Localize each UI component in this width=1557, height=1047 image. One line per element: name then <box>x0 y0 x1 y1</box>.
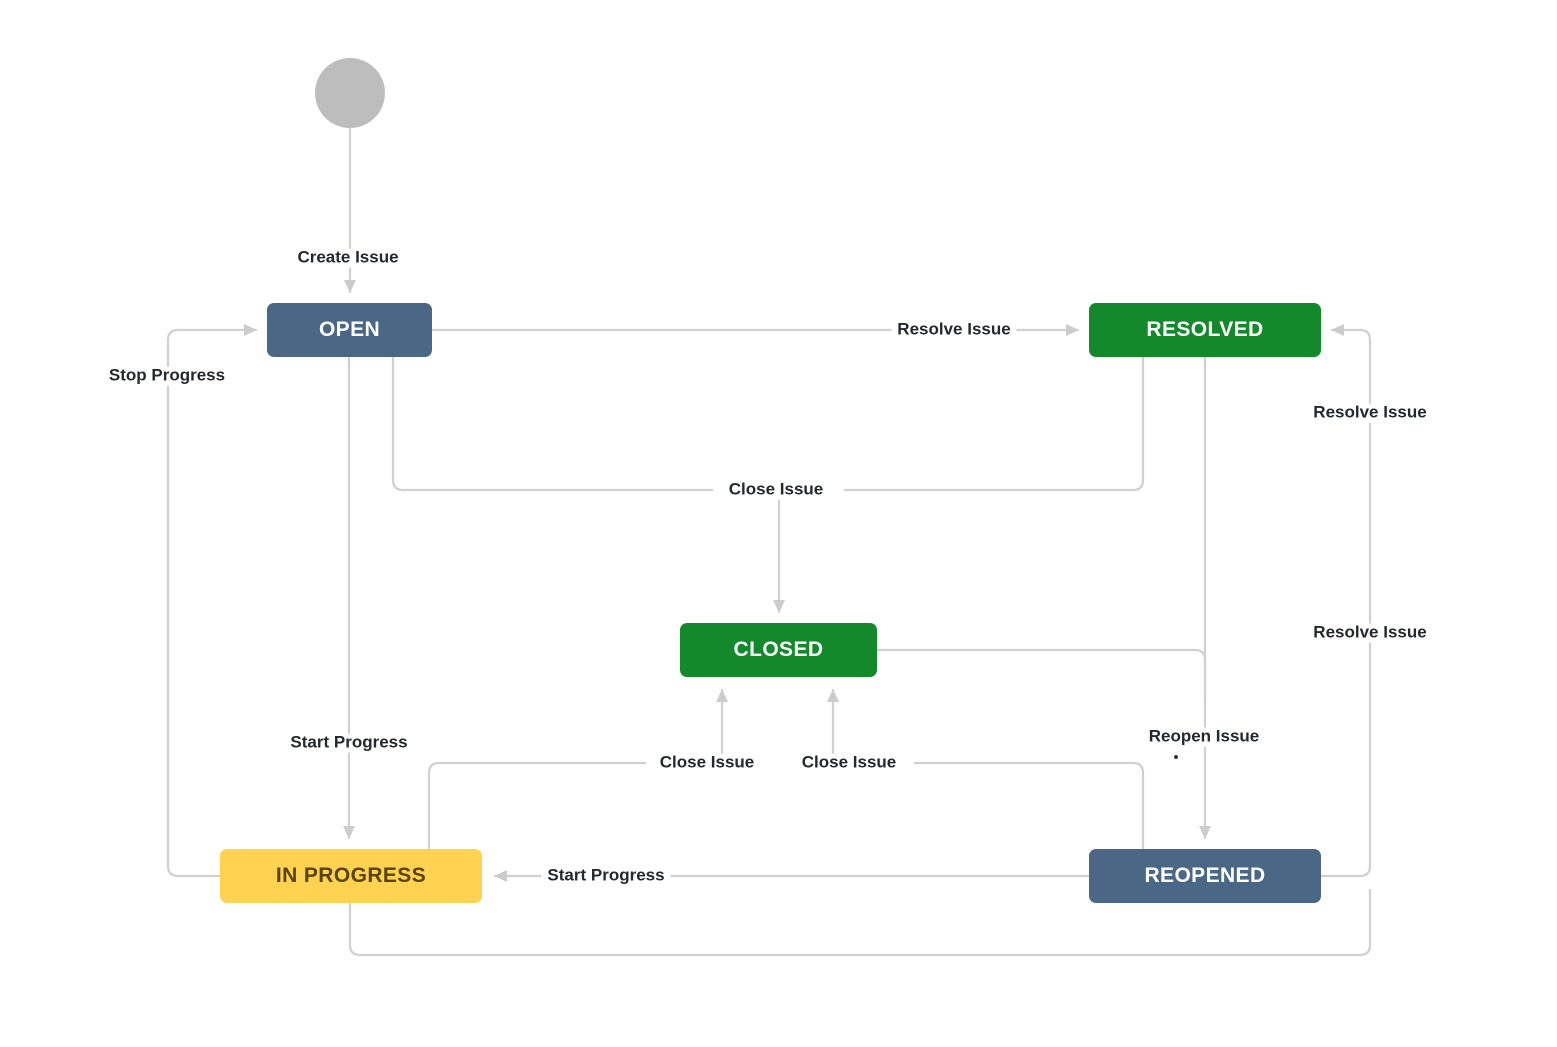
edge-resolve-in-progress <box>348 888 1372 957</box>
state-node-in_progress[interactable]: IN PROGRESS <box>220 849 482 903</box>
edge-close-resolved <box>843 355 1145 492</box>
edge-closed-right-rail <box>875 648 1207 702</box>
edge-label-resolve-reopened-b: Resolve Issue <box>1307 623 1433 643</box>
edge-close-reopened <box>913 761 1145 851</box>
state-node-closed[interactable]: CLOSED <box>680 623 877 677</box>
state-node-reopened[interactable]: REOPENED <box>1089 849 1321 903</box>
edge-label-start-progress-reop: Start Progress <box>541 866 671 886</box>
edge-label-start-progress-open: Start Progress <box>284 733 414 753</box>
edge-label-reopen-issue: Reopen Issue <box>1142 727 1266 747</box>
edge-label-stop-progress: Stop Progress <box>102 366 232 386</box>
edge-label-close-reopened: Close Issue <box>795 753 903 773</box>
edge-label-close-in-progress: Close Issue <box>653 753 761 773</box>
edge-label-create-issue: Create Issue <box>291 248 405 268</box>
state-node-label: RESOLVED <box>1146 318 1264 341</box>
edge-close-in-progress <box>427 761 647 851</box>
state-node-label: IN PROGRESS <box>275 864 427 887</box>
edge-resolve-reopened <box>1319 324 1372 878</box>
state-node-label: OPEN <box>318 318 381 341</box>
state-node-label: CLOSED <box>733 638 824 661</box>
edge-label-resolve-open: Resolve Issue <box>891 320 1017 340</box>
state-node-open[interactable]: OPEN <box>267 303 432 357</box>
state-node-label: REOPENED <box>1144 864 1266 887</box>
edge-stop-progress <box>166 324 258 878</box>
edge-label-close-open: Close Issue <box>722 480 830 500</box>
start-node[interactable] <box>315 58 385 128</box>
state-node-resolved[interactable]: RESOLVED <box>1089 303 1321 357</box>
edge-close-open <box>391 355 714 492</box>
edge-label-resolve-reopened-a: Resolve Issue <box>1307 403 1433 423</box>
marker-reopen-dot <box>1174 755 1178 759</box>
